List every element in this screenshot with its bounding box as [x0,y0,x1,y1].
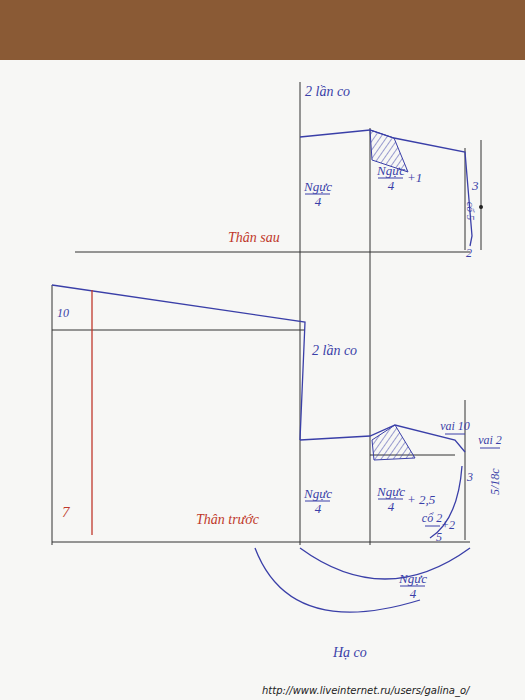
pattern-label: +1 [407,170,422,185]
red-line [91,290,92,535]
pattern-label: Ngực 4 [373,484,409,514]
pattern-label: 5 [436,530,442,545]
pattern-label: cổ 5 [463,198,478,224]
pattern-label: 2 [466,246,472,261]
pattern-label: Thân trước [196,512,259,527]
pattern-label: 3 [472,178,479,193]
pattern-label: vai 10 [440,419,470,434]
pattern-label: Ngực 4 [300,179,336,209]
pattern-label: 5/18c [488,468,503,495]
pattern-outline [52,130,472,612]
pattern-label: 10 [57,306,69,321]
pattern-label: Ngực 4 [395,571,431,601]
point [479,205,483,209]
paper [0,60,525,700]
pattern-label: Hạ co [333,645,367,660]
pattern-label: Ngực 4 [373,163,409,193]
pattern-label: 2 lần co [305,84,350,99]
pattern-label: 7 [62,505,70,520]
construction-lines [52,82,481,545]
fraction-bars [305,178,500,586]
pattern-label: 2 lần co [312,343,357,358]
pattern-label: Ngực 4 [300,486,336,516]
watermark: http://www.liveinternet.ru/users/galina_… [262,683,469,698]
hatched-neck [372,425,415,460]
pattern-label: 3 [467,470,473,485]
pattern-label: vai 2 [475,433,505,448]
pattern-label: +2 [441,518,455,533]
pattern-label: + 2,5 [407,492,435,507]
pattern-label: Thân sau [228,230,280,245]
